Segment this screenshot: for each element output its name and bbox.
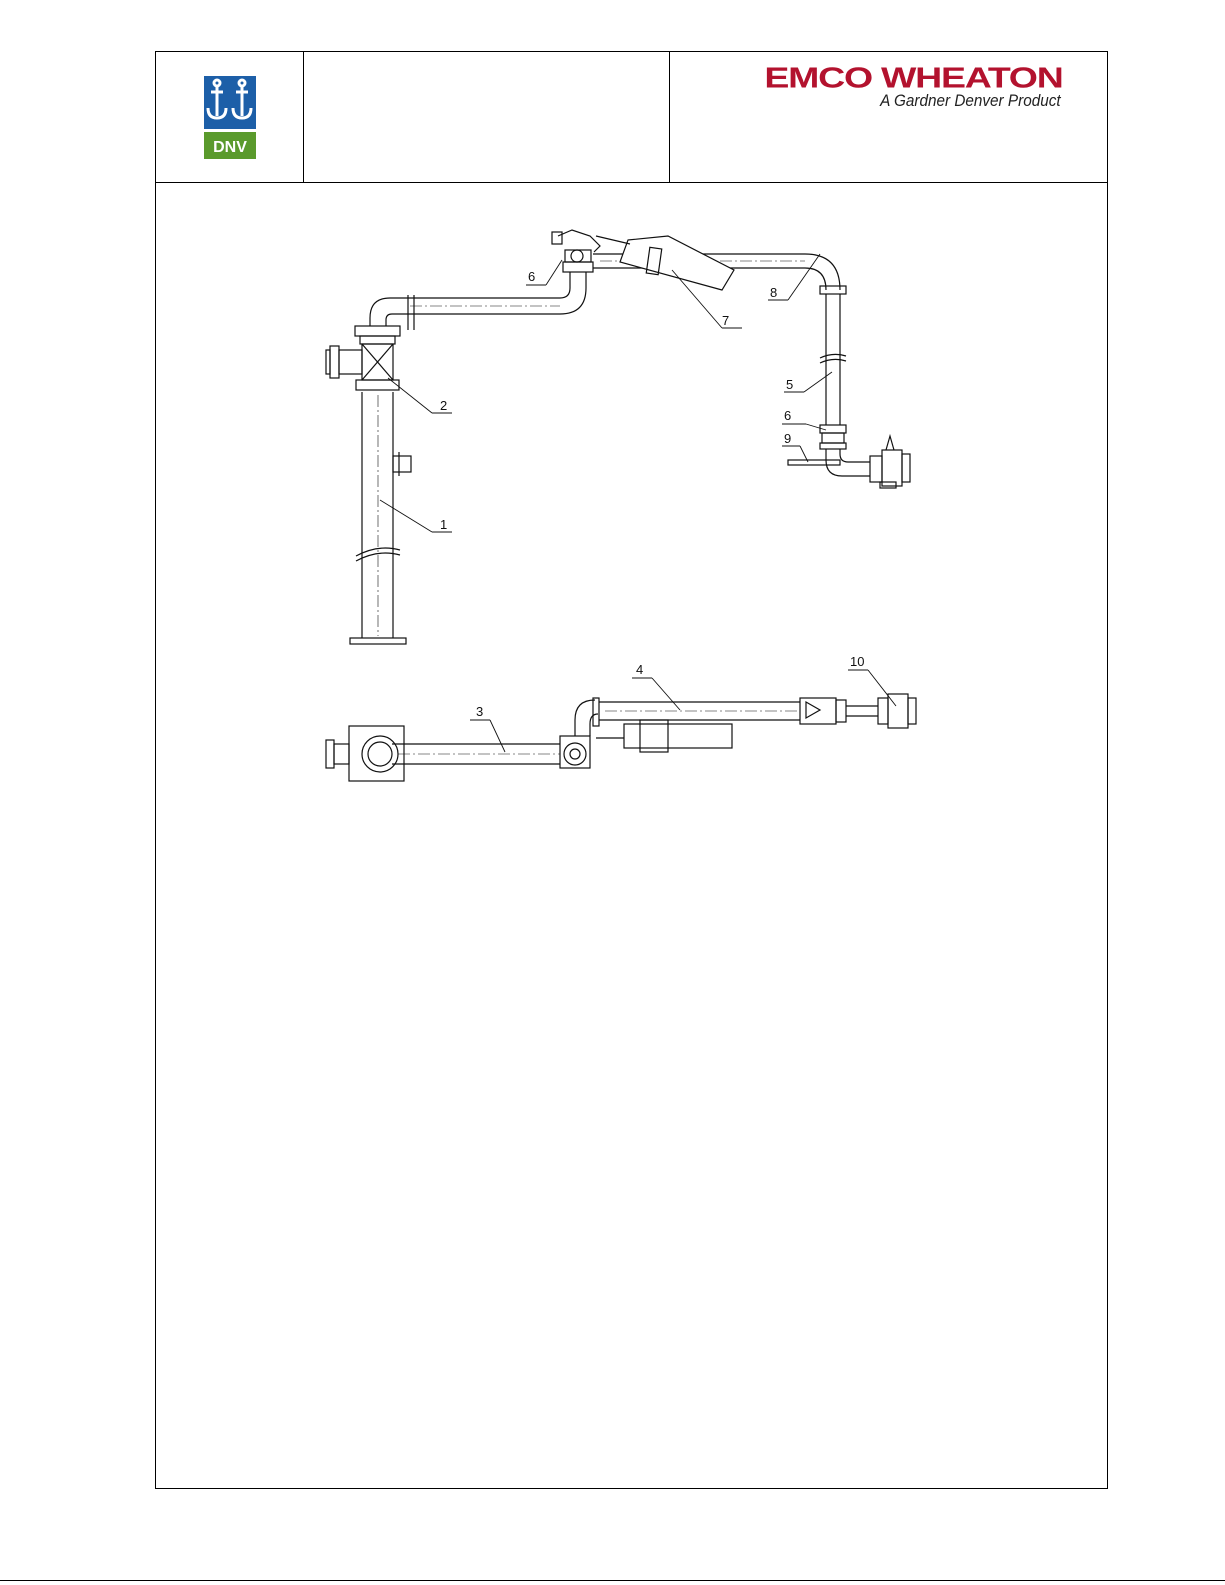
callout-label: 1 [440,517,447,532]
callout-label: 3 [476,704,483,719]
callout-label: 2 [440,398,447,413]
callout-label: 9 [784,431,791,446]
callout-label: 5 [786,377,793,392]
callout-label: 8 [770,285,777,300]
callout-label: 6 [784,408,791,423]
page-bottom-rule [0,1580,1225,1581]
callout-label: 6 [528,269,535,284]
callout-label: 4 [636,662,643,677]
callout-label: 10 [850,654,864,669]
callout-label: 7 [722,313,729,328]
